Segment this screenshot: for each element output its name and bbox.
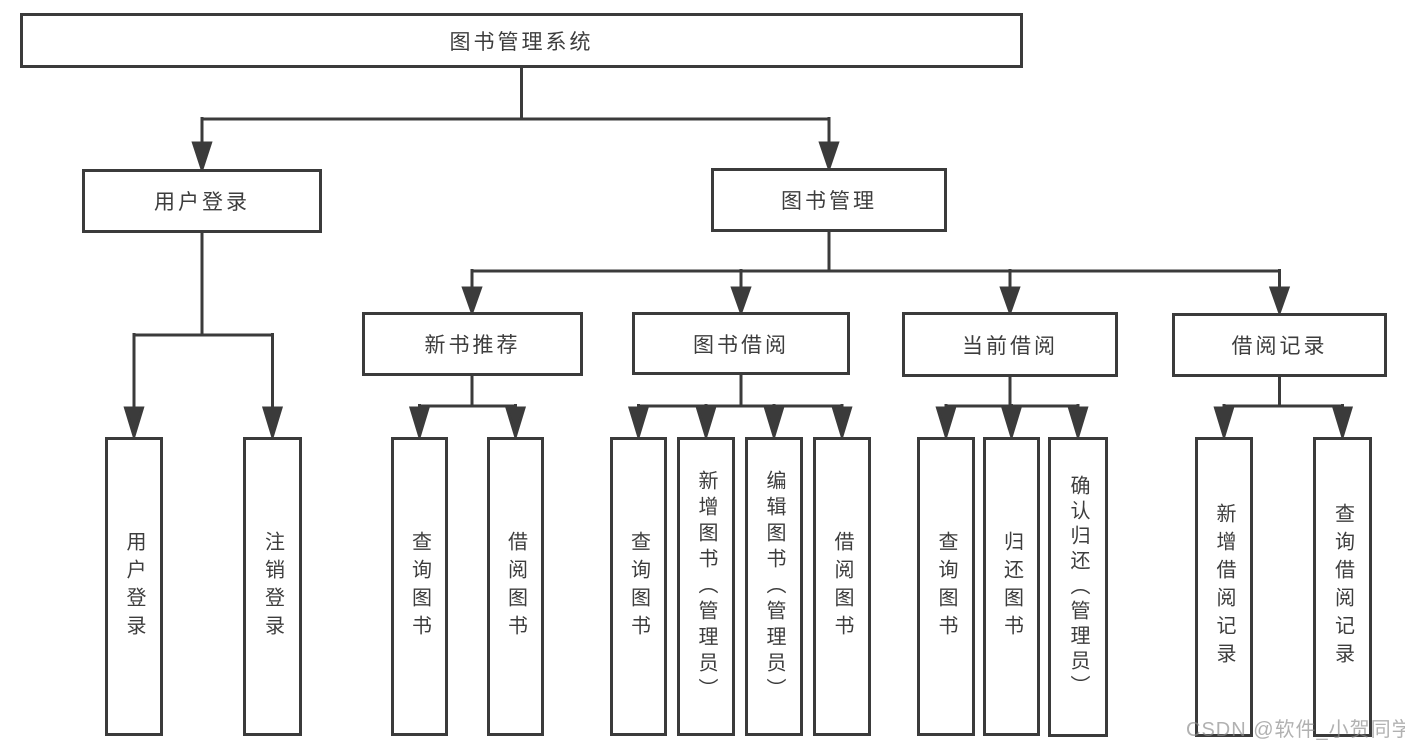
connector-current-borrow-to-children xyxy=(935,375,1089,442)
node-user-login-branch-label: 用户登录 xyxy=(154,191,250,214)
leaf-bb-add-books-admin-label: 新增图书（管理员） xyxy=(695,469,717,704)
leaf-cb-query-books-label: 查询图书 xyxy=(935,530,957,643)
node-new-book-recommend-label: 新书推荐 xyxy=(424,334,521,357)
leaf-bb-query-books: 查询图书 xyxy=(610,437,667,736)
leaf-bb-edit-books-admin-label: 编辑图书（管理员） xyxy=(763,469,785,704)
leaf-bb-add-books-admin: 新增图书（管理员） xyxy=(677,437,735,736)
node-current-borrow: 当前借阅 xyxy=(902,312,1118,377)
node-current-borrow-label: 当前借阅 xyxy=(962,334,1058,358)
leaf-cb-return-books: 归还图书 xyxy=(983,437,1040,736)
leaf-bb-borrow-books: 借阅图书 xyxy=(813,437,871,736)
leaf-cb-confirm-return-admin: 确认归还（管理员） xyxy=(1048,437,1108,737)
node-new-book-recommend: 新书推荐 xyxy=(362,312,583,376)
connector-new-book-recommend-to-children xyxy=(408,374,527,442)
node-user-login-branch: 用户登录 xyxy=(82,169,322,233)
connector-book-borrow-to-children xyxy=(627,374,853,442)
node-book-borrow-label: 图书借阅 xyxy=(693,333,789,357)
leaf-logout-login-label: 注销登录 xyxy=(261,530,284,643)
node-book-management-branch: 图书管理 xyxy=(711,168,947,232)
connector-borrow-records-to-children xyxy=(1213,375,1354,442)
connector-user-login-to-children xyxy=(123,232,284,442)
node-book-management-branch-label: 图书管理 xyxy=(781,190,877,213)
node-book-borrow: 图书借阅 xyxy=(632,312,850,375)
leaf-user-login-label: 用户登录 xyxy=(123,530,145,643)
leaf-cb-return-books-label: 归还图书 xyxy=(1000,530,1023,643)
leaf-bb-query-books-label: 查询图书 xyxy=(627,530,650,643)
node-borrow-records-label: 借阅记录 xyxy=(1231,335,1328,358)
leaf-nbr-query-books: 查询图书 xyxy=(391,437,448,736)
leaf-br-query-record: 查询借阅记录 xyxy=(1313,437,1372,737)
leaf-logout-login: 注销登录 xyxy=(243,437,302,736)
leaf-br-query-record-label: 查询借阅记录 xyxy=(1331,503,1354,671)
leaf-nbr-query-books-label: 查询图书 xyxy=(408,530,431,643)
node-root-system-label: 图书管理系统 xyxy=(449,30,594,54)
node-root-system: 图书管理系统 xyxy=(20,13,1023,68)
node-borrow-records: 借阅记录 xyxy=(1172,313,1387,377)
leaf-cb-confirm-return-admin-label: 确认归还（管理员） xyxy=(1067,474,1089,700)
leaf-br-add-record: 新增借阅记录 xyxy=(1195,437,1253,737)
connector-root-to-branches xyxy=(191,66,840,174)
leaf-cb-query-books: 查询图书 xyxy=(917,437,975,736)
leaf-user-login: 用户登录 xyxy=(105,437,163,736)
connector-book-management-to-groups xyxy=(461,231,1291,317)
leaf-nbr-borrow-books: 借阅图书 xyxy=(487,437,544,736)
leaf-bb-edit-books-admin: 编辑图书（管理员） xyxy=(745,437,803,736)
leaf-nbr-borrow-books-label: 借阅图书 xyxy=(504,530,527,643)
leaf-br-add-record-label: 新增借阅记录 xyxy=(1213,503,1235,671)
leaf-bb-borrow-books-label: 借阅图书 xyxy=(831,530,853,643)
csdn-watermark: CSDN @软件_小贺同学 xyxy=(1186,719,1405,741)
